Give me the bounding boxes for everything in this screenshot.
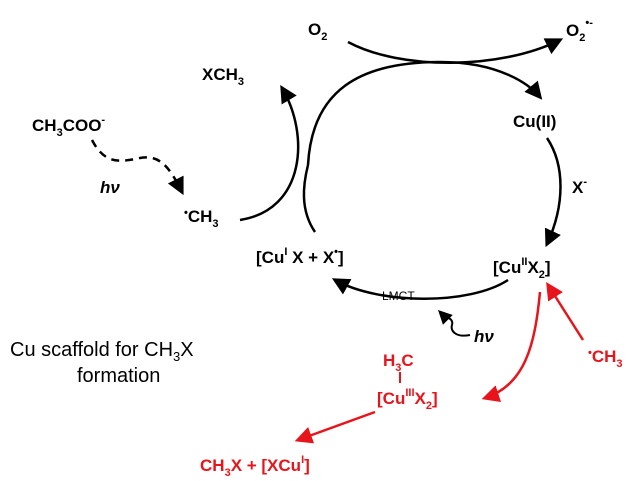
acetate-label: CH3COO- xyxy=(32,114,105,139)
cycle-arc-right xyxy=(544,137,562,248)
h3c-label: H3C xyxy=(383,351,414,374)
cycle-arc-top xyxy=(306,60,543,166)
superoxide-label: O2•- xyxy=(566,17,593,44)
oxidative-addition-arrow xyxy=(481,291,542,402)
products-label: CH3X + [XCuI] xyxy=(200,454,310,479)
cu2x2-label: [CuIIX2] xyxy=(493,256,551,281)
xch3-label: XCH3 xyxy=(202,65,244,88)
lmct-label: LMCT xyxy=(382,289,415,303)
o2-label: O2 xyxy=(308,20,327,43)
caption-line-2: formation xyxy=(77,365,160,387)
acetate-photolysis-arrow xyxy=(90,139,184,196)
cu3x2-label: [CuIIIX2] xyxy=(377,387,438,412)
cu1x-label: [CuI X + X•] xyxy=(256,246,344,267)
hv-left-label: hν xyxy=(100,178,120,197)
methyl-radical-left-label: •CH3 xyxy=(184,207,219,230)
cycle-arc-bottom xyxy=(331,278,509,300)
hv-bottom-label: hν xyxy=(474,327,494,346)
methyl-to-xch3-arrow xyxy=(239,84,300,222)
reductive-elimination-arrow xyxy=(294,410,376,444)
methyl-radical-right-label: •CH3 xyxy=(588,347,623,370)
hv-bottom-squiggle xyxy=(438,310,471,337)
cycle-arc-left xyxy=(302,164,317,233)
x-minus-label: X- xyxy=(572,176,587,197)
caption-line-1: Cu scaffold for CH3X xyxy=(10,339,194,364)
o2-to-superoxide-arrow xyxy=(347,38,564,64)
cu2-label: Cu(II) xyxy=(513,112,556,131)
methyl-radical-attack-arrow xyxy=(546,282,585,341)
